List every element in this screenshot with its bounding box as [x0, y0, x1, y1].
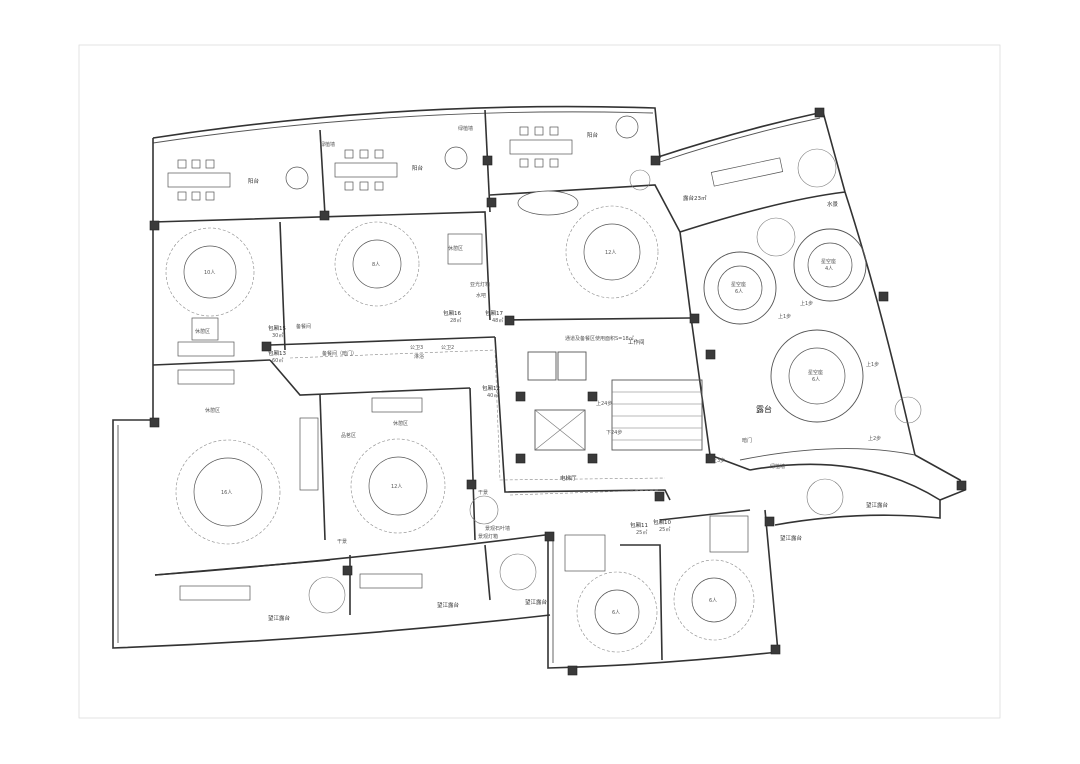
label-rest-area-4: 休憩区	[393, 420, 408, 427]
columns	[149, 107, 967, 676]
lounge-furniture	[177, 190, 749, 572]
label-dry-bar-2: 干景	[337, 538, 347, 545]
label-seats-10: 10人	[204, 270, 215, 276]
label-terrace-23: 露台23㎡	[683, 194, 707, 202]
label-room-16-area: 28㎡	[450, 317, 461, 324]
label-aisle-note: 通道及备餐区使用面积S=18㎡	[565, 335, 634, 342]
label-room-16: 包厢16	[443, 309, 461, 317]
label-prep-room-1: 备餐间	[296, 323, 311, 330]
label-up-24: 上24步	[596, 400, 612, 407]
label-room-15-area: 30㎡	[272, 332, 283, 339]
label-display-wall: 景观石叶墙	[485, 525, 510, 532]
round-tables	[165, 205, 922, 653]
label-landscape-lamp: 景观灯箱	[478, 533, 498, 540]
label-seats-12a: 12人	[605, 250, 616, 256]
room-labels: 阳台 阳台 阳台 绿植墙 绿植墙 绿植墙 露台23㎡ 水景 露台 望江露台 望江…	[195, 125, 889, 622]
label-room-17-area: 48㎡	[492, 317, 503, 324]
bottom-tables	[179, 573, 423, 601]
label-balcony-2: 阳台	[412, 164, 424, 172]
label-hidden-door: 暗门	[742, 437, 752, 444]
label-green-wall-3: 绿植墙	[770, 463, 785, 470]
label-river-terrace-3: 望江露台	[525, 598, 548, 606]
label-seats-12b: 12人	[391, 484, 402, 490]
label-cabin-1: 星空座	[731, 281, 746, 288]
label-balcony-1: 阳台	[248, 177, 260, 185]
label-rest-area-2: 休憩区	[448, 245, 463, 252]
label-room-13-area: 60㎡	[272, 357, 283, 364]
label-cabin-1-seats: 6人	[735, 289, 743, 295]
drawing-frame	[78, 44, 1001, 719]
label-room-12-area: 40㎡	[487, 392, 498, 399]
label-seats-8: 8人	[372, 262, 380, 268]
label-tea-area: 品茗区	[341, 432, 356, 439]
label-seats-6b: 6人	[709, 598, 717, 604]
label-river-terrace-5: 望江露台	[866, 501, 889, 509]
label-river-terrace-2: 望江露台	[437, 601, 460, 609]
label-up-1-b: 上1步	[800, 300, 813, 307]
label-room-10-area: 25㎡	[659, 526, 670, 533]
label-water-feature: 水景	[827, 200, 839, 208]
label-cabin-3: 星空座	[808, 369, 823, 376]
label-river-terrace-4: 望江露台	[780, 534, 803, 542]
stair-core	[509, 351, 703, 496]
label-down-24: 下24步	[606, 430, 622, 436]
label-rest-area-3: 休憩区	[205, 407, 220, 414]
label-up-3: 上3步	[712, 457, 725, 464]
label-balcony-3: 阳台	[587, 131, 599, 139]
corridor-path	[289, 349, 666, 481]
label-seats-16: 16人	[221, 490, 232, 496]
top-balconies	[167, 115, 837, 201]
label-work-room: 工作间	[628, 338, 645, 346]
label-room-11: 包厢11	[630, 521, 648, 529]
label-seats-6a: 6人	[612, 610, 620, 616]
label-cabin-2: 星空座	[821, 258, 836, 265]
label-room-17: 包厢17	[485, 309, 503, 317]
label-water-bar: 水吧	[476, 292, 486, 299]
label-room-13: 包厢13	[268, 349, 286, 357]
label-cabin-2-seats: 4人	[825, 266, 833, 272]
outer-walls	[112, 105, 967, 669]
label-shower: 淋浴	[414, 353, 424, 360]
label-room-15: 包厢15	[268, 324, 286, 332]
label-up-2: 上2步	[868, 435, 881, 442]
label-public-wc-3: 公卫3	[410, 345, 423, 351]
label-room-11-area: 25㎡	[636, 529, 647, 536]
label-terrace: 露台	[756, 404, 772, 414]
label-up-1-c: 上1步	[866, 361, 879, 368]
label-up-1-a: 上1步	[778, 313, 791, 320]
label-room-12: 包厢12	[482, 384, 500, 392]
label-elevator-hall: 电梯厅	[560, 474, 577, 482]
label-rest-area-1: 休憩区	[195, 328, 210, 335]
label-sunlight-lamp: 亚光灯箱	[470, 281, 490, 288]
label-green-wall-2: 绿植墙	[458, 125, 473, 132]
label-prep-room-2: 备餐间（暗门）	[322, 350, 357, 357]
label-green-wall-1: 绿植墙	[320, 141, 335, 148]
label-river-terrace-1: 望江露台	[268, 614, 291, 622]
label-room-10: 包厢10	[653, 518, 671, 526]
label-cabin-3-seats: 6人	[812, 377, 820, 383]
label-dry-bar: 干景	[478, 489, 488, 496]
label-public-wc-2: 公卫2	[441, 345, 454, 351]
